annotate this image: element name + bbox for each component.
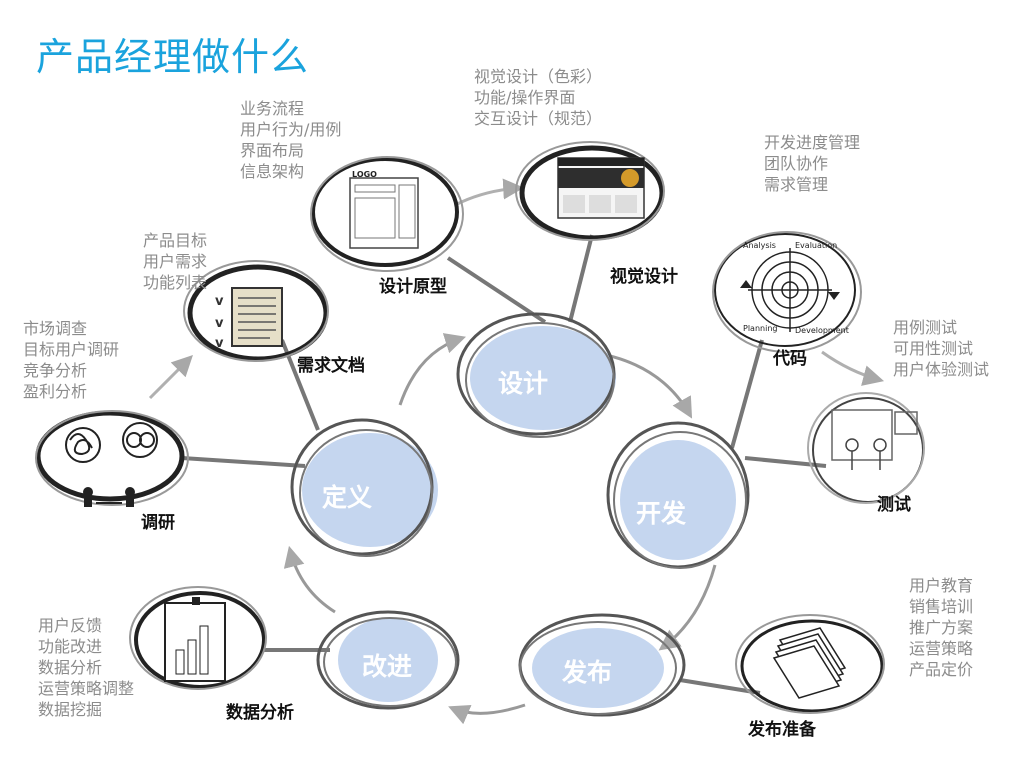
note-line: 目标用户调研 [23, 340, 120, 359]
note-line: 运营策略 [909, 639, 974, 658]
phase-release [518, 613, 686, 717]
tangled-thought-icon [65, 427, 101, 463]
person-right-icon [125, 487, 135, 497]
note-line: 业务流程 [240, 99, 305, 118]
notes-release: 用户教育 销售培训 推广方案 运营策略 产品定价 [909, 575, 973, 680]
person-left-icon [83, 487, 93, 497]
station-visual-design [515, 141, 665, 241]
arrow-code-to-test [821, 350, 885, 386]
station-code: Analysis Evaluation Planning Development [712, 231, 862, 353]
arrow-prototype-to-visual [454, 178, 525, 207]
paper-stack-icon [772, 627, 847, 699]
station-label-data-analysis: 数据分析 [226, 703, 294, 723]
note-line: 视觉设计（色彩） [474, 67, 603, 86]
note-line: 功能/操作界面 [474, 88, 576, 107]
phase-label-improve: 改进 [362, 652, 413, 681]
station-label-prototype: 设计原型 [379, 277, 447, 297]
notes-visual: 视觉设计（色彩） 功能/操作界面 交互设计（规范） [474, 66, 602, 129]
station-research [35, 410, 189, 507]
arrow-research-to-requirements [148, 355, 193, 400]
note-line: 需求管理 [764, 175, 829, 194]
arrow-improve-to-define [283, 545, 336, 614]
connector-design-prototype [446, 256, 547, 324]
note-line: 销售培训 [909, 597, 974, 616]
connector-design-visual [568, 234, 594, 323]
spiral-label-planning: Planning [743, 324, 777, 333]
note-line: 数据挖掘 [38, 700, 103, 719]
note-line: 用户教育 [909, 576, 974, 595]
spiral-process-icon [740, 248, 840, 332]
notes-code: 开发进度管理 团队协作 需求管理 [764, 132, 860, 195]
station-test [807, 392, 925, 504]
station-label-research: 调研 [141, 513, 175, 533]
check-mark-icon: v [215, 294, 224, 309]
phase-label-design: 设计 [498, 369, 549, 398]
phase-define [290, 418, 438, 557]
phase-design [456, 312, 616, 438]
phase-improve [316, 610, 460, 710]
note-line: 用户需求 [143, 252, 208, 271]
note-line: 用例测试 [893, 318, 958, 337]
note-line: 用户体验测试 [893, 360, 990, 379]
note-line: 用户行为/用例 [240, 120, 342, 139]
notes-prototype: 业务流程 用户行为/用例 界面布局 信息架构 [240, 98, 341, 182]
note-line: 功能改进 [38, 637, 103, 656]
page-title: 产品经理做什么 [36, 35, 310, 79]
note-line: 信息架构 [240, 162, 305, 181]
note-line: 团队协作 [764, 154, 829, 173]
check-mark-icon: v [215, 316, 224, 331]
connector-define-research [181, 456, 306, 468]
note-line: 交互设计（规范） [474, 109, 603, 128]
wireframe-icon [349, 177, 419, 249]
phase-develop [606, 421, 750, 569]
station-data-analysis [129, 586, 267, 690]
note-line: 推广方案 [909, 618, 974, 637]
station-label-visual-design: 视觉设计 [610, 267, 678, 287]
arrow-release-to-improve [448, 703, 526, 725]
note-line: 运营策略调整 [38, 679, 135, 698]
phase-label-develop: 开发 [636, 499, 687, 528]
station-label-requirements-doc: 需求文档 [297, 356, 365, 376]
arrow-develop-to-release [658, 564, 717, 651]
notes-research: 市场调查 目标用户调研 竞争分析 盈利分析 [23, 318, 119, 402]
connector-develop-code [730, 339, 764, 449]
station-label-release-prep: 发布准备 [748, 720, 816, 740]
station-label-code: 代码 [773, 349, 807, 369]
station-label-test: 测试 [877, 495, 911, 515]
phase-label-define: 定义 [322, 483, 373, 512]
check-mark-icon: v [215, 336, 224, 351]
spiral-label-development: Development [795, 326, 849, 335]
connector-develop-test [744, 456, 827, 468]
note-line: 可用性测试 [893, 339, 974, 358]
note-line: 竞争分析 [23, 361, 88, 380]
arrow-define-to-design [398, 333, 467, 406]
note-line: 功能列表 [143, 273, 208, 292]
note-line: 盈利分析 [23, 382, 88, 401]
phase-label-release: 发布 [562, 658, 613, 687]
usability-test-sketch-icon [831, 409, 893, 461]
spiral-label-analysis: Analysis [743, 241, 776, 250]
notes-data: 用户反馈 功能改进 数据分析 运营策略调整 数据挖掘 [38, 615, 134, 720]
note-line: 产品目标 [143, 231, 208, 250]
spiral-label-evaluation: Evaluation [795, 241, 837, 250]
note-line: 用户反馈 [38, 616, 103, 635]
note-line: 界面布局 [240, 141, 305, 160]
notes-requirements: 产品目标 用户需求 功能列表 [143, 230, 207, 293]
station-prototype: LOGO [310, 156, 464, 272]
station-requirements-doc: v v v [183, 260, 329, 362]
notes-test: 用例测试 可用性测试 用户体验测试 [893, 317, 989, 380]
wireframe-logo-text: LOGO [352, 170, 377, 179]
note-line: 市场调查 [23, 319, 88, 338]
station-release-prep [735, 614, 885, 714]
note-line: 开发进度管理 [764, 133, 861, 152]
note-line: 产品定价 [909, 660, 974, 679]
note-line: 数据分析 [38, 658, 103, 677]
